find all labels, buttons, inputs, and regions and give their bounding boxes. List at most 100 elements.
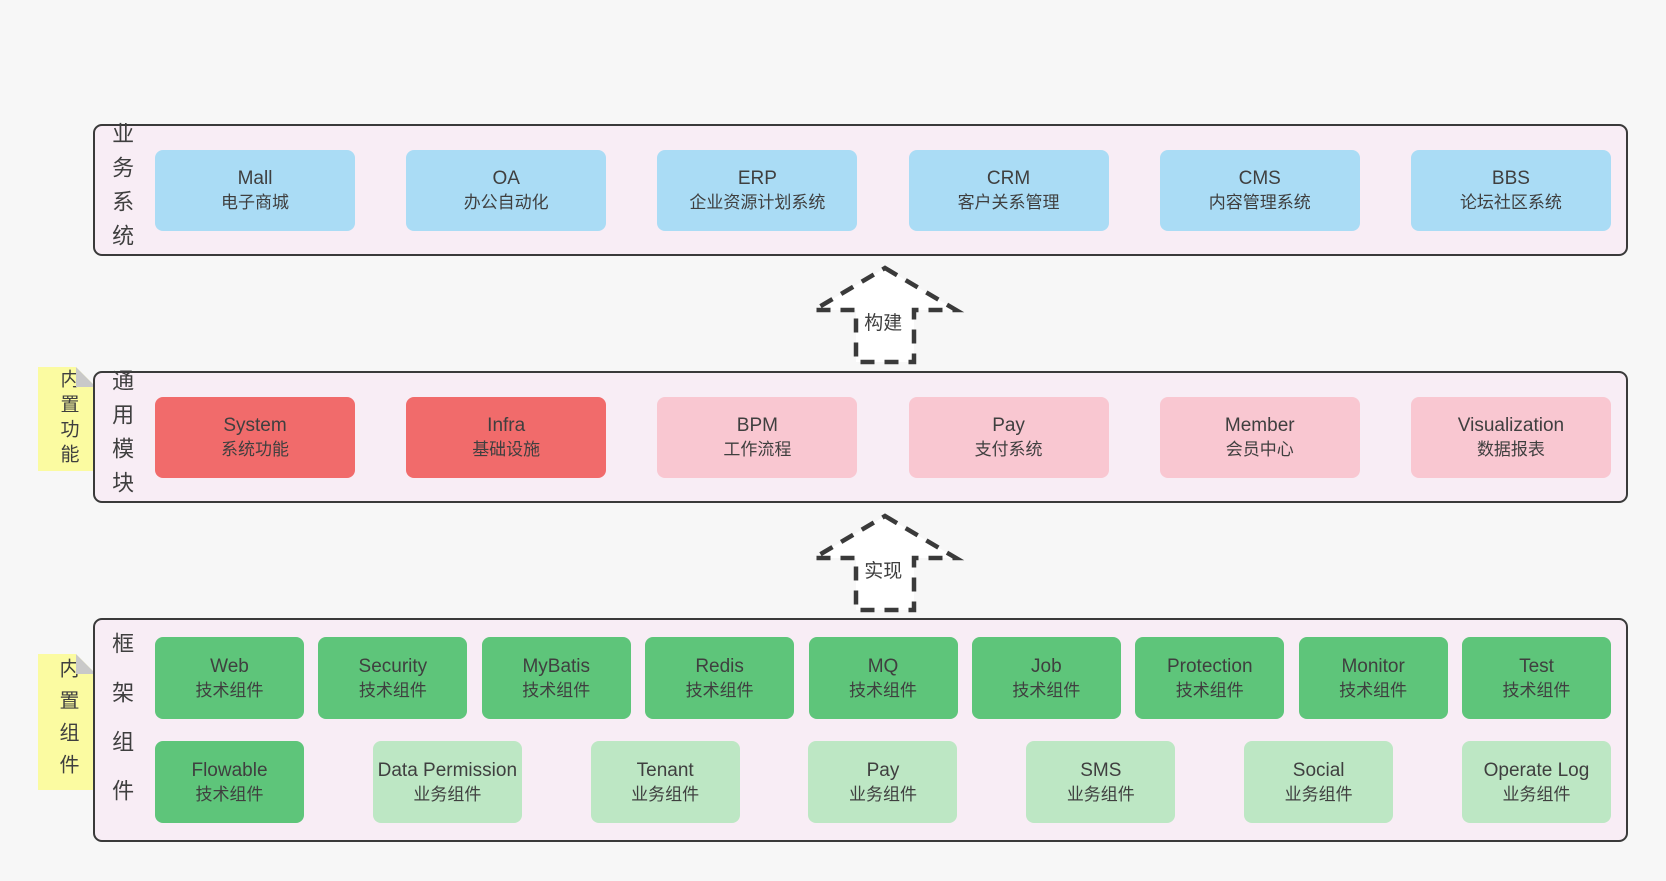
box-monitor: Monitor 技术组件 [1298,637,1448,719]
layer-framework-components-label: 框架组件 [109,632,135,828]
box-name: Monitor [1341,655,1405,677]
layer-label-column: 业务系统 [95,122,147,258]
box-infra: Infra 基础设施 [406,396,607,478]
box-desc: 论坛社区系统 [1459,193,1562,213]
layer-business-systems-label: 业务系统 [109,122,135,258]
box-name: Social [1292,759,1345,781]
box-oa: OA 办公自动化 [406,149,607,231]
box-name: MyBatis [522,655,591,677]
box-name: Visualization [1457,414,1565,436]
box-name: BPM [736,414,778,436]
box-name: Protection [1166,655,1253,677]
box-sms: SMS 业务组件 [1026,741,1176,823]
sticky-note-builtin-features: 内置功能 [38,367,96,471]
box-cms: CMS 内容管理系统 [1159,149,1360,231]
box-name: Pay [866,759,900,781]
box-system: System 系统功能 [155,396,355,478]
box-desc: 业务组件 [848,785,917,805]
box-desc: 业务组件 [1502,785,1571,805]
box-test: Test 技术组件 [1462,637,1611,719]
box-pay-business: Pay 业务组件 [808,741,958,823]
box-name: Member [1224,414,1295,436]
box-operate-log: Operate Log 业务组件 [1461,741,1611,823]
box-pay: Pay 支付系统 [908,396,1109,478]
common-modules-row: System 系统功能 Infra 基础设施 BPM 工作流程 Pay 支付系统… [147,373,1626,501]
box-crm: CRM 客户关系管理 [908,149,1109,231]
box-social: Social 业务组件 [1244,741,1394,823]
box-name: ERP [737,167,777,189]
box-name: BBS [1491,167,1530,189]
box-desc: 技术组件 [1502,681,1571,701]
box-member: Member 会员中心 [1159,396,1360,478]
box-security: Security 技术组件 [318,637,468,719]
layer-label-column: 通用模块 [95,369,147,505]
box-bbs: BBS 论坛社区系统 [1410,149,1611,231]
box-desc: 支付系统 [974,440,1043,460]
box-name: MQ [867,655,899,677]
business-systems-row: Mall 电子商城 OA 办公自动化 ERP 企业资源计划系统 CRM 客户关系… [147,126,1626,254]
box-desc: 技术组件 [1175,681,1244,701]
box-name: Operate Log [1483,759,1590,781]
box-erp: ERP 企业资源计划系统 [657,149,858,231]
box-name: Job [1031,655,1062,677]
box-desc: 业务组件 [413,785,482,805]
box-flowable: Flowable 技术组件 [155,741,304,823]
layer-framework-components: 框架组件 Web 技术组件 Security 技术组件 MyBatis 技术组件… [93,618,1628,842]
box-desc: 技术组件 [195,785,264,805]
box-mybatis: MyBatis 技术组件 [481,637,631,719]
box-desc: 技术组件 [195,681,264,701]
box-name: Tenant [636,759,694,781]
box-desc: 业务组件 [631,785,700,805]
framework-components-grid: Web 技术组件 Security 技术组件 MyBatis 技术组件 Redi… [147,620,1626,840]
box-desc: 办公自动化 [463,193,549,213]
box-name: Flowable [191,759,268,781]
box-desc: 业务组件 [1284,785,1353,805]
box-name: System [223,414,287,436]
box-name: Pay [992,414,1025,436]
arrow-build-label: 构建 [862,308,905,335]
sticky-note-builtin-components: 内置组件 [38,654,96,790]
box-name: OA [492,167,520,189]
box-desc: 技术组件 [1012,681,1081,701]
box-mall: Mall 电子商城 [155,149,355,231]
box-name: Mall [237,167,273,189]
box-desc: 系统功能 [221,440,289,460]
box-data-permission: Data Permission 业务组件 [372,741,522,823]
box-desc: 内容管理系统 [1208,193,1311,213]
box-desc: 技术组件 [358,681,427,701]
box-job: Job 技术组件 [971,637,1121,719]
sticky-note-text: 内置功能 [57,369,79,469]
box-name: CMS [1238,167,1281,189]
box-desc: 客户关系管理 [957,193,1060,213]
arrow-implement: 实现 [805,512,965,614]
box-desc: 基础设施 [472,440,541,460]
box-desc: 技术组件 [1339,681,1408,701]
box-tenant: Tenant 业务组件 [590,741,740,823]
box-desc: 技术组件 [685,681,754,701]
box-protection: Protection 技术组件 [1135,637,1285,719]
arrow-build: 构建 [805,264,965,366]
box-name: Redis [695,655,744,677]
box-mq: MQ 技术组件 [808,637,958,719]
box-bpm: BPM 工作流程 [657,396,858,478]
box-visualization: Visualization 数据报表 [1410,396,1611,478]
box-name: CRM [986,167,1031,189]
box-desc: 技术组件 [849,681,917,701]
box-desc: 技术组件 [522,681,591,701]
box-name: Data Permission [377,759,518,781]
layer-label-column: 框架组件 [95,620,147,840]
box-name: SMS [1080,759,1122,781]
box-desc: 数据报表 [1476,440,1545,460]
layer-common-modules-label: 通用模块 [109,369,135,505]
box-desc: 工作流程 [723,440,792,460]
box-name: Test [1519,655,1554,677]
box-name: Security [358,655,428,677]
box-name: Web [210,655,249,677]
box-desc: 业务组件 [1066,785,1135,805]
box-desc: 企业资源计划系统 [689,193,826,213]
arrow-implement-label: 实现 [862,556,905,583]
box-web: Web 技术组件 [155,637,304,719]
layer-common-modules: 通用模块 System 系统功能 Infra 基础设施 BPM 工作流程 Pay… [93,369,1628,505]
box-redis: Redis 技术组件 [645,637,795,719]
box-name: Infra [487,414,526,436]
